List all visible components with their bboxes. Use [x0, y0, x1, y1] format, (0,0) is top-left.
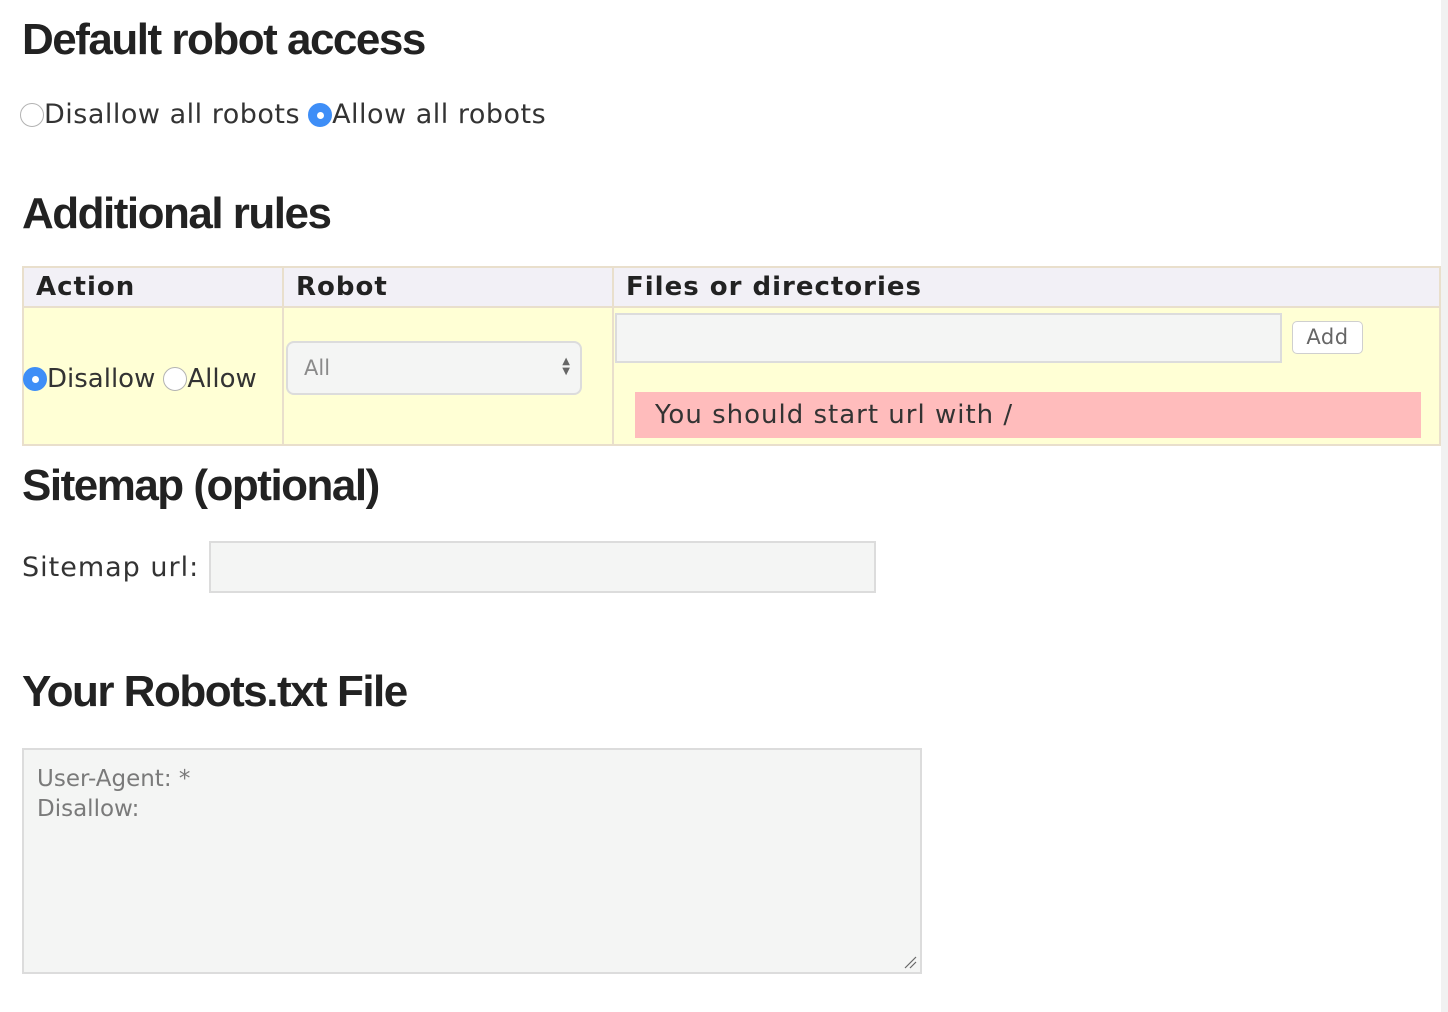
robots-file-heading: Your Robots.txt File: [22, 667, 408, 716]
robots-txt-output[interactable]: User-Agent: * Disallow:: [22, 748, 922, 974]
disallow-all-label[interactable]: Disallow all robots: [44, 99, 301, 130]
allow-radio[interactable]: [163, 367, 188, 391]
rules-header-row: Action Robot Files or directories: [22, 266, 1441, 308]
disallow-radio[interactable]: [23, 367, 47, 391]
column-header-action: Action: [22, 266, 284, 308]
disallow-all-radio[interactable]: [20, 102, 44, 127]
disallow-label[interactable]: Disallow: [47, 364, 156, 394]
robots-txt-content: User-Agent: * Disallow:: [37, 766, 191, 822]
sitemap-row: Sitemap url:: [22, 541, 877, 593]
files-input[interactable]: [615, 313, 1282, 363]
add-button[interactable]: Add: [1292, 321, 1363, 354]
allow-label[interactable]: Allow: [187, 364, 257, 394]
rules-table: Action Robot Files or directories Disall…: [22, 266, 1441, 446]
additional-rules-heading: Additional rules: [22, 189, 332, 238]
url-error-message: You should start url with /: [635, 392, 1421, 438]
rule-row: Disallow Allow All ▲▼ Add You should sta…: [22, 306, 1441, 446]
robot-select-value: All: [304, 356, 331, 380]
page-scroll-edge: [1441, 0, 1448, 1012]
default-access-radio-group: Disallow all robots Allow all robots: [20, 99, 554, 130]
action-radio-group: Disallow Allow: [23, 364, 265, 394]
sitemap-heading: Sitemap (optional): [22, 461, 380, 510]
action-cell: Disallow Allow: [22, 306, 284, 446]
column-header-files: Files or directories: [612, 266, 1441, 308]
allow-all-label[interactable]: Allow all robots: [332, 99, 547, 130]
default-access-heading: Default robot access: [22, 15, 426, 64]
files-cell: Add You should start url with /: [612, 306, 1441, 446]
select-arrows-icon: ▲▼: [562, 356, 570, 377]
robot-cell: All ▲▼: [282, 306, 614, 446]
allow-all-radio[interactable]: [308, 102, 333, 127]
column-header-robot: Robot: [282, 266, 614, 308]
sitemap-url-input[interactable]: [209, 541, 877, 593]
resize-handle-icon[interactable]: [903, 955, 917, 969]
robot-select[interactable]: All ▲▼: [286, 341, 582, 395]
sitemap-label: Sitemap url:: [22, 551, 200, 583]
